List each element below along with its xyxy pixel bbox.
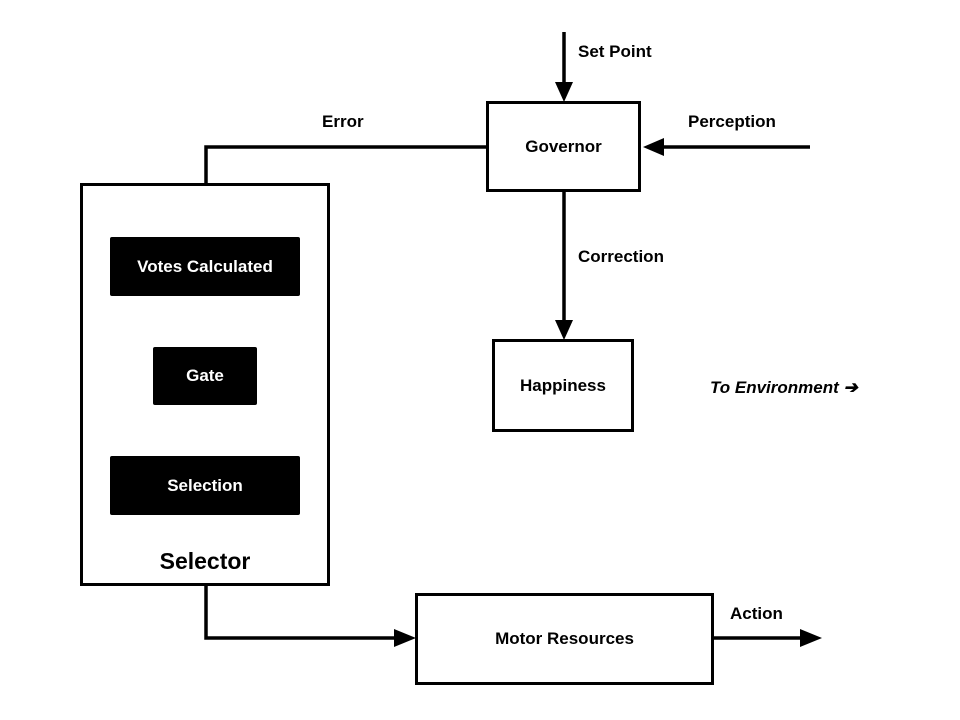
happiness-box: Happiness <box>492 339 634 432</box>
set-point-label: Set Point <box>578 42 652 61</box>
correction-label: Correction <box>578 247 664 266</box>
selector-label: Selector <box>159 548 251 574</box>
correction-arrowhead <box>555 320 573 340</box>
votes-calculated-box: Votes Calculated <box>110 237 300 296</box>
governor-box: Governor <box>486 101 641 192</box>
selection-box: Selection <box>110 456 300 515</box>
action-label: Action <box>730 604 783 623</box>
action-arrowhead <box>800 629 822 647</box>
perception-arrowhead <box>643 138 664 156</box>
to-environment-label: To Environment ➔ <box>710 378 858 397</box>
set-point-arrowhead <box>555 82 573 102</box>
motor-resources-box: Motor Resources <box>415 593 714 685</box>
error-label: Error <box>322 112 364 131</box>
selector-to-motor-arrow <box>204 585 398 640</box>
gate-box: Gate <box>153 347 257 405</box>
motor-arrowhead <box>394 629 416 647</box>
perception-label: Perception <box>688 112 776 131</box>
